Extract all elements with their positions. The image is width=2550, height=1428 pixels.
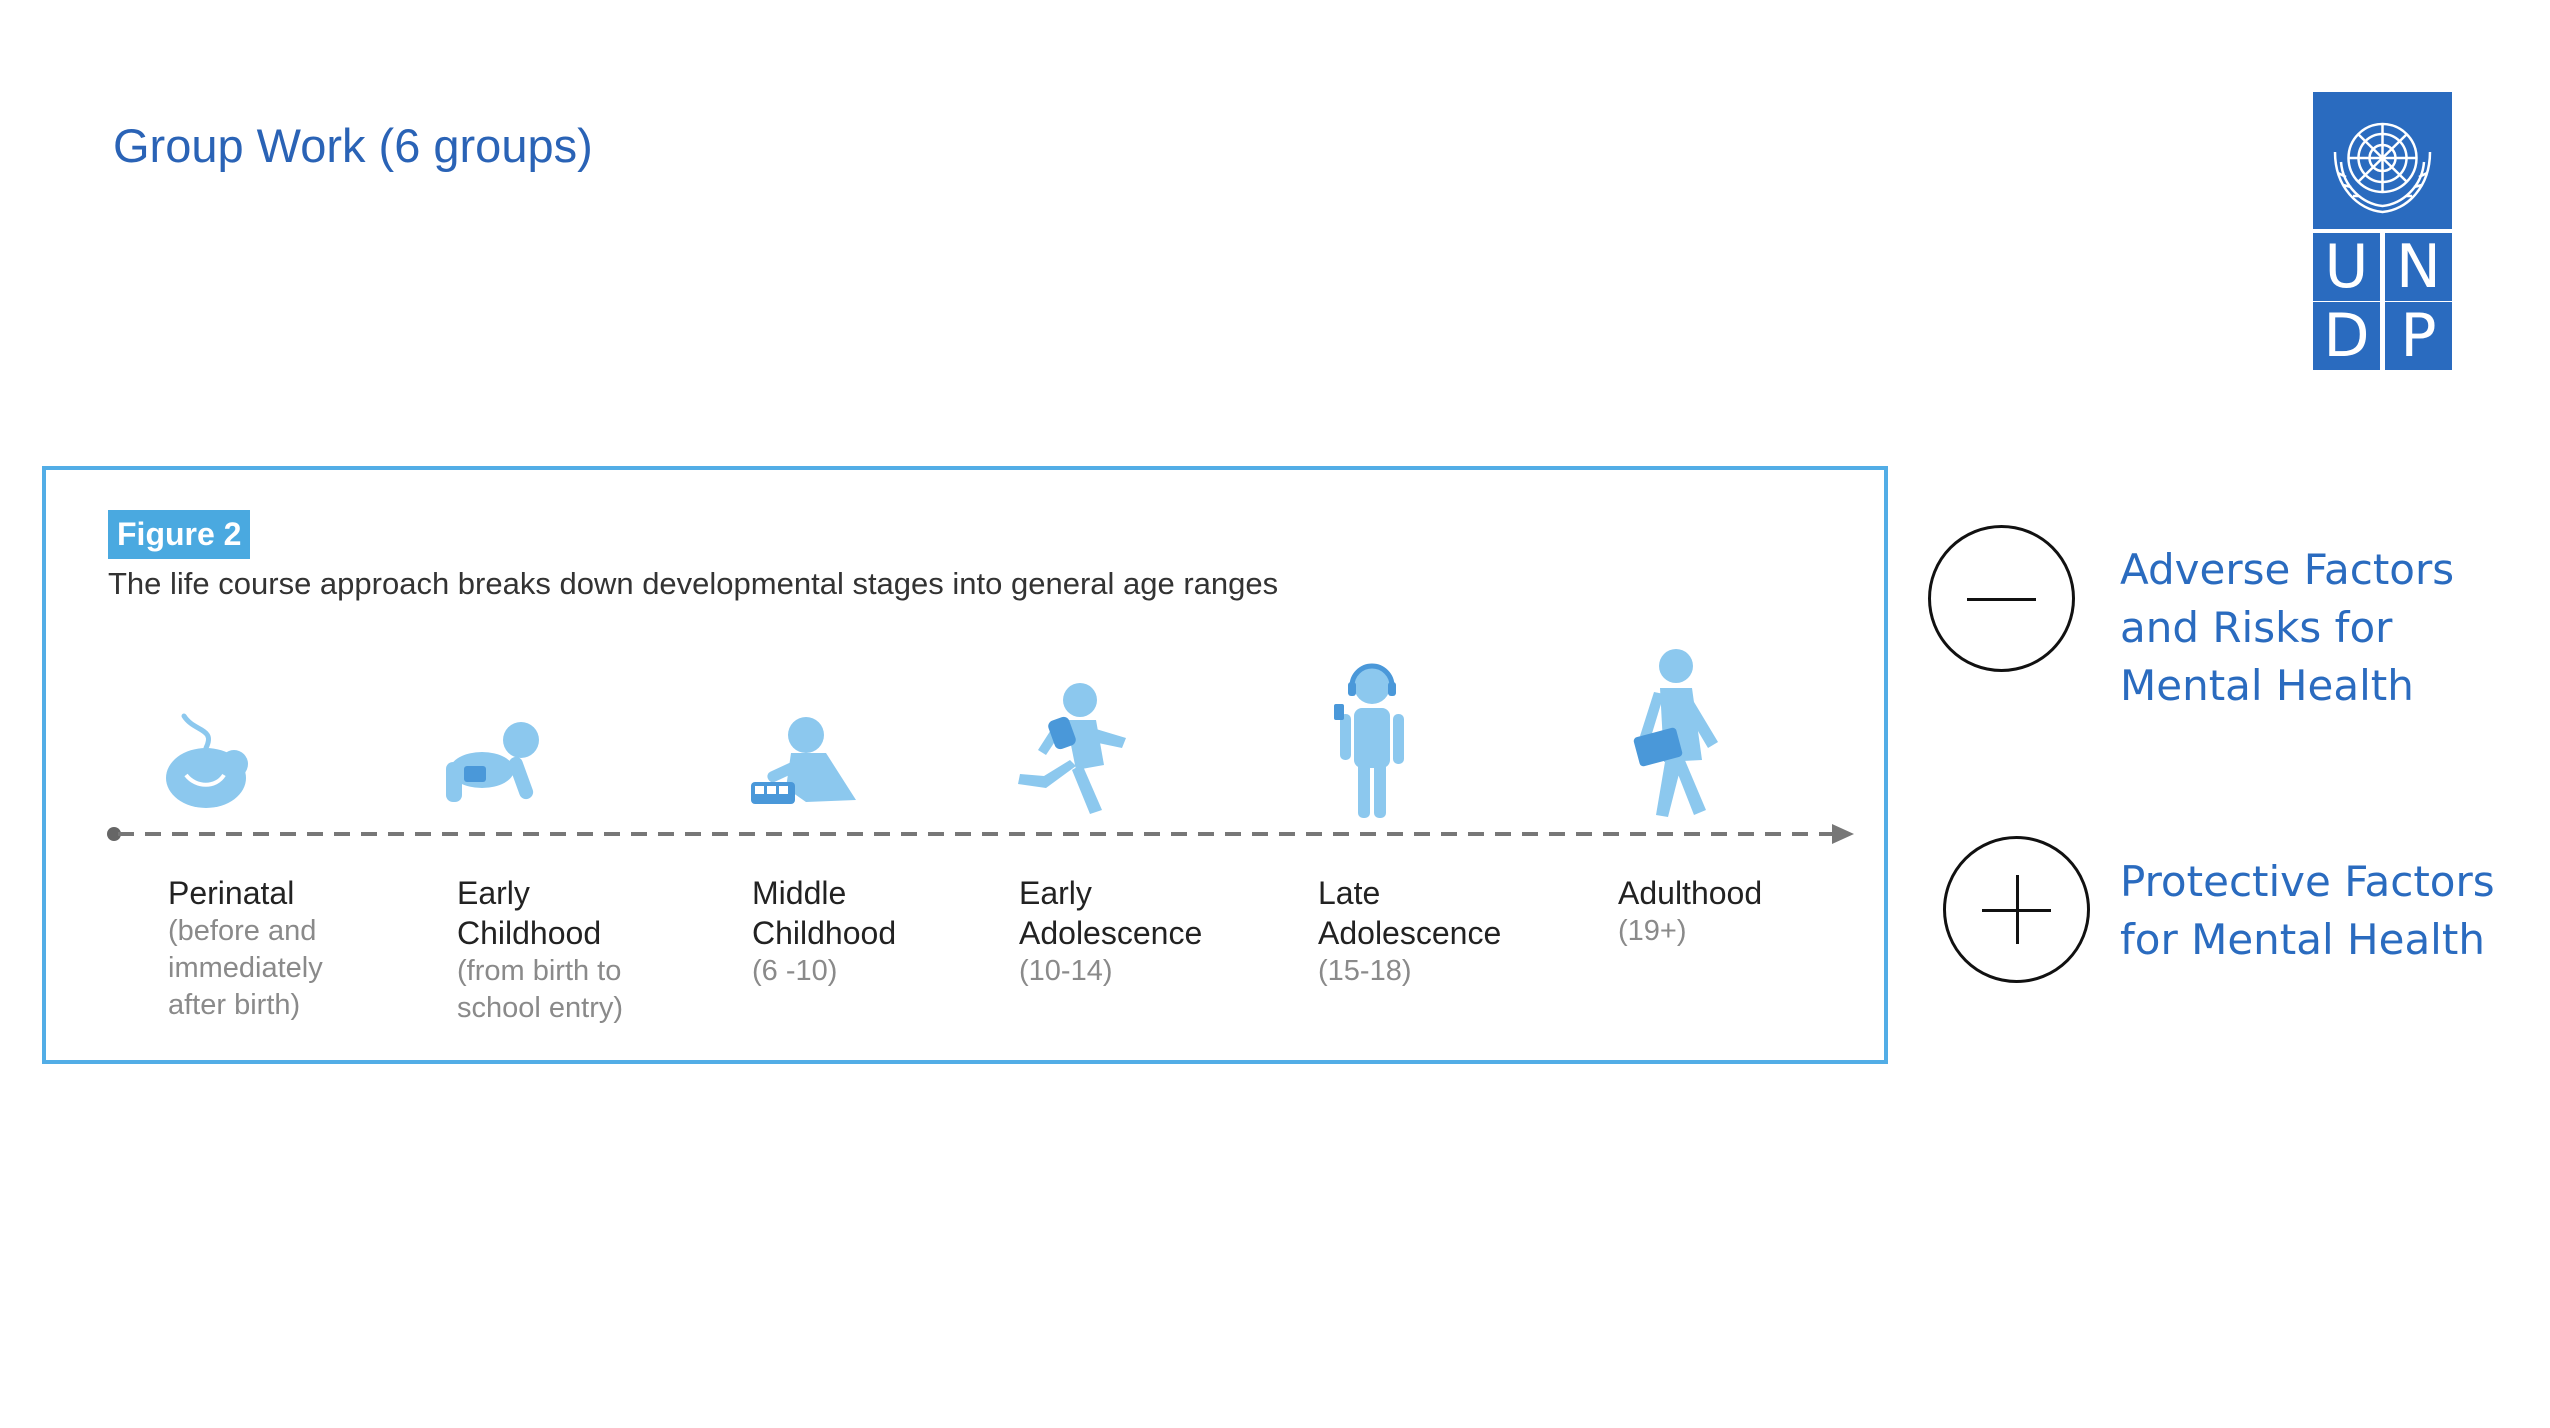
stage-range: (6 -10) — [752, 955, 838, 987]
stage-perinatal: Perinatal (before and immediately after … — [168, 873, 348, 1024]
stage-name: Middle Childhood — [752, 875, 897, 951]
stage-early-adolescence: Early Adolescence (10-14) — [1019, 873, 1219, 990]
undp-logo: U N D P — [2313, 92, 2452, 370]
undp-letter-n: N — [2385, 233, 2452, 301]
stage-range: (19+) — [1618, 915, 1687, 947]
figure-box: Figure 2 The life course approach breaks… — [42, 466, 1888, 1064]
figure-caption: The life course approach breaks down dev… — [108, 566, 1279, 601]
stage-range: (from birth to school entry) — [457, 955, 624, 1024]
child-with-toy-bus-icon — [751, 717, 856, 804]
running-child-icon — [1018, 683, 1126, 814]
stage-middle-childhood: Middle Childhood (6 -10) — [752, 873, 932, 990]
page-title: Group Work (6 groups) — [113, 119, 593, 172]
minus-circle-icon — [1928, 525, 2075, 672]
stage-name: Early Childhood — [457, 875, 602, 951]
figure-label: Figure 2 — [108, 510, 251, 559]
stage-range: (15-18) — [1318, 955, 1412, 987]
un-emblem-icon — [2313, 92, 2452, 229]
stage-adulthood: Adulthood (19+) — [1618, 873, 1818, 950]
timeline-arrow-icon — [107, 824, 1854, 844]
adverse-factors-text: Adverse Factors and Risks for Mental Hea… — [2120, 545, 2455, 710]
stage-range: (before and immediately after birth) — [168, 915, 323, 1021]
stage-name: Perinatal — [168, 875, 295, 911]
stage-name: Late Adolescence — [1318, 875, 1502, 951]
stage-name: Early Adolescence — [1019, 875, 1203, 951]
adult-with-briefcase-icon — [1633, 649, 1718, 817]
stage-early-childhood: Early Childhood (from birth to school en… — [457, 873, 657, 1027]
undp-letter-d: D — [2313, 302, 2380, 370]
undp-letter-u: U — [2313, 233, 2380, 301]
stage-range: (10-14) — [1019, 955, 1113, 987]
crawling-baby-icon — [446, 722, 539, 802]
stage-late-adolescence: Late Adolescence (15-18) — [1318, 873, 1518, 990]
protective-factors-text: Protective Factors for Mental Health — [2120, 857, 2495, 964]
fetus-icon — [166, 713, 248, 808]
stage-name: Adulthood — [1618, 875, 1763, 911]
life-course-timeline — [107, 649, 1854, 844]
plus-circle-icon — [1943, 836, 2090, 983]
undp-letter-p: P — [2385, 302, 2452, 370]
teen-with-headphones-icon — [1334, 663, 1404, 818]
